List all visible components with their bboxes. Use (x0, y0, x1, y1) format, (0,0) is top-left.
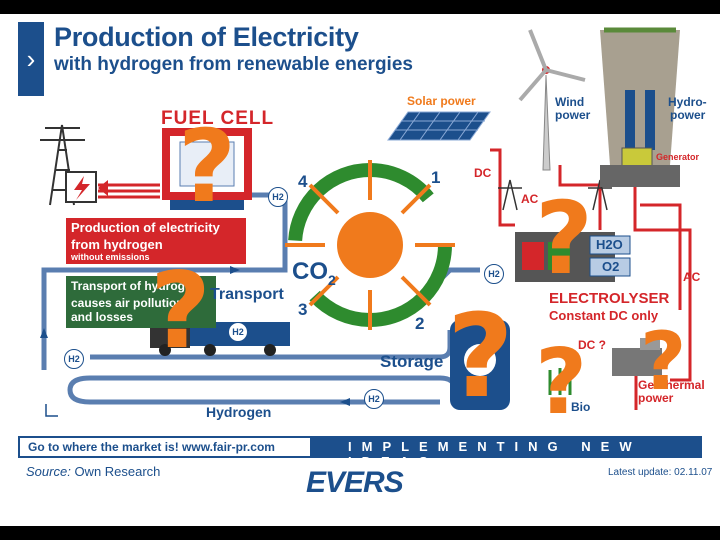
h2-badge-1: H2 (268, 187, 288, 207)
constant-dc-label: Constant DC only (549, 308, 659, 323)
hydrogen-label: Hydrogen (206, 404, 272, 420)
source-line: Source: Own Research (26, 464, 160, 479)
transport-line-1: Transport of hydrogen (71, 279, 200, 293)
hydro-power-label-2: power (670, 108, 706, 122)
solar-power-label: Solar power (407, 94, 476, 108)
dc-label: DC (474, 166, 492, 180)
dc-question-label: DC ? (578, 338, 606, 352)
geothermal-plant (612, 338, 662, 410)
electrolyser (515, 232, 631, 282)
question-mark-4: ? (447, 290, 514, 424)
latest-update: Latest update: 02.11.07 (608, 467, 713, 478)
production-box: Production of electricity from hydrogen … (66, 218, 246, 264)
top-black-bar (0, 0, 720, 14)
question-mark-2: ? (150, 250, 211, 372)
power-arrows (98, 180, 108, 196)
storage-label: Storage (380, 352, 444, 371)
production-line-3: without emissions (71, 252, 150, 262)
source-label: Source: (26, 464, 71, 479)
question-mark-5: ? (535, 330, 588, 435)
electrolyser-label: ELECTROLYSER (549, 290, 670, 307)
production-line-1: Production of electricity (71, 220, 220, 235)
hydro-dam (600, 27, 680, 187)
flow-arrows (40, 266, 350, 406)
co2-subscript: 2 (328, 271, 336, 288)
hydro-power-label-1: Hydro- (668, 95, 707, 109)
ac-label-right: AC (683, 270, 701, 284)
transport-label: Transport (210, 286, 284, 303)
geothermal-label-1: Geothermal (638, 378, 705, 392)
co2-label: CO2 (292, 258, 336, 288)
bottom-black-bar (0, 526, 720, 540)
wind-power-label-2: power (555, 108, 591, 122)
storage-h-label: H (472, 348, 487, 370)
h2-badge-4: H2 (484, 264, 504, 284)
ac-label-left: AC (521, 192, 539, 206)
tagline: IMPLEMENTING NEW IDEAS (348, 439, 642, 469)
h2-badge-2: H2 (64, 349, 84, 369)
h2-badge-truck: H2 (228, 322, 248, 342)
cycle-step-2: 2 (415, 314, 425, 333)
transport-line-3: and losses (71, 310, 134, 324)
cycle-step-4: 4 (298, 172, 308, 191)
chevron-icon: › (18, 22, 44, 96)
pylon-small-1 (498, 179, 522, 211)
storage-tank (450, 320, 510, 410)
page-subtitle: with hydrogen from renewable energies (54, 54, 413, 75)
evers-logo: EVERS (306, 466, 404, 499)
co2-cycle (285, 160, 455, 330)
h2-badge-3: H2 (364, 389, 384, 409)
wind-power-label-1: Wind (555, 95, 585, 109)
co2-text: CO (292, 258, 328, 285)
cycle-step-3: 3 (298, 300, 308, 319)
footer-bar: Go to where the market is! www.fair-pr.c… (18, 436, 702, 469)
h2o-label: H2O (596, 237, 623, 252)
question-mark-6: ? (640, 315, 687, 408)
bio-plants (548, 368, 572, 395)
question-mark-3: ? (535, 180, 594, 297)
market-link[interactable]: Go to where the market is! www.fair-pr.c… (20, 438, 310, 456)
house-lightning-icon (65, 171, 97, 203)
bio-label: Bio (571, 400, 591, 414)
generator-label: Generator (656, 152, 700, 162)
pylon-left (40, 124, 85, 206)
wind-turbine (518, 29, 586, 171)
fuel-cell-unit (162, 128, 252, 210)
production-line-2: from hydrogen (71, 237, 163, 252)
fuel-cell-label: FUEL CELL (161, 108, 275, 129)
question-mark-1: ? (178, 108, 237, 225)
geothermal-label-2: power (638, 391, 674, 405)
solar-panel (387, 111, 491, 141)
transport-line-2: causes air pollution (71, 296, 184, 310)
transport-box: Transport of hydrogen causes air polluti… (66, 276, 216, 328)
o2-label: O2 (602, 259, 620, 274)
page-title: Production of Electricity (54, 22, 359, 52)
cycle-step-1: 1 (431, 168, 441, 187)
corner-mark (45, 404, 58, 417)
source-value: Own Research (74, 464, 161, 479)
